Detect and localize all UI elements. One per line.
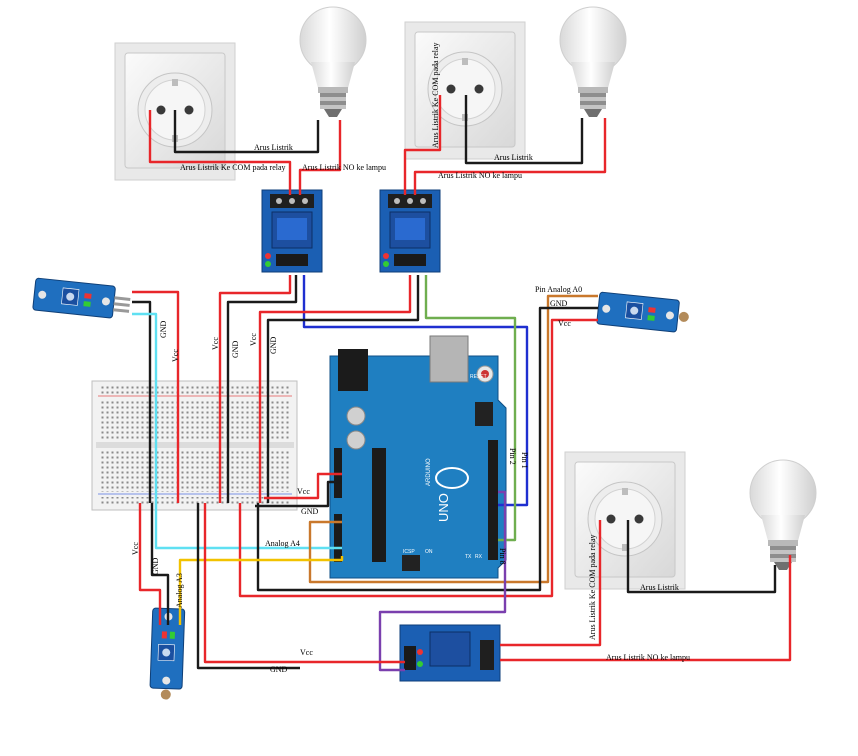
relay-module-icon: [399, 624, 501, 682]
label-pin-analog-a0: Pin Analog A0: [535, 285, 582, 294]
ldr-sensor-icon: [149, 607, 186, 700]
label-arus-no-1: Arus Listrik NO ke lampu: [302, 163, 386, 172]
label-arus-listrik-3: Arus Listrik: [640, 583, 679, 592]
label-vcc-3: Vcc: [249, 333, 258, 346]
label-arus-no-2: Arus Listrik NO ke lampu: [438, 171, 522, 180]
icsp-label: ICSP: [403, 549, 415, 555]
label-arus-com-1: Arus Listrik Ke COM pada relay: [180, 163, 286, 172]
arduino-model: UNO: [436, 493, 451, 522]
label-gnd-7: GND: [270, 665, 288, 674]
breadboard-icon: [91, 380, 298, 511]
label-gnd-4: GND: [301, 507, 319, 516]
label-arus-listrik-2: Arus Listrik: [494, 153, 533, 162]
ldr-sensor-icon: [32, 277, 131, 319]
label-vcc-5: Vcc: [558, 319, 571, 328]
light-bulb-icon: [299, 6, 367, 118]
arduino-brand: ARDUINO: [426, 458, 432, 486]
wall-socket-icon: [564, 451, 686, 590]
rx-label: RX: [475, 554, 483, 560]
label-analog-a3: Analog A3: [175, 573, 184, 608]
relay-module-icon: [261, 189, 323, 273]
label-gnd-3: GND: [269, 336, 278, 354]
label-pin1: Pin 1: [520, 452, 529, 469]
label-gnd-1: GND: [159, 320, 168, 338]
label-gnd-5: GND: [550, 299, 568, 308]
label-arus-no-3: Arus Listrik NO ke lampu: [606, 653, 690, 662]
label-arus-com-2: Arus Listrik Ke COM pada relay: [431, 42, 440, 148]
label-gnd-6: GND: [151, 557, 160, 575]
labels: Arus Listrik Arus Listrik Ke COM pada re…: [131, 42, 690, 674]
wires: [132, 95, 792, 672]
light-bulb-icon: [559, 6, 627, 118]
reset-label: RESET: [470, 374, 487, 380]
arduino-uno-icon: UNO ARDUINO RESET ICSP ON TX RX: [329, 335, 507, 579]
light-bulb-icon: [749, 459, 817, 571]
tx-label: TX: [465, 554, 472, 560]
relay-module-icon: [379, 189, 441, 273]
label-pin8: Pin 8: [498, 548, 507, 565]
label-pin2: Pin 2: [508, 448, 517, 465]
label-vcc-4: Vcc: [297, 487, 310, 496]
label-vcc-2: Vcc: [211, 337, 220, 350]
label-analog-a4: Analog A4: [265, 539, 300, 548]
label-vcc-7: Vcc: [300, 648, 313, 657]
label-gnd-2: GND: [231, 340, 240, 358]
label-vcc-6: Vcc: [131, 542, 140, 555]
on-label: ON: [425, 549, 433, 555]
label-arus-com-3: Arus Listrik Ke COM pada relay: [588, 534, 597, 640]
label-arus-listrik-1: Arus Listrik: [254, 143, 293, 152]
ldr-sensor-icon: [596, 291, 689, 333]
label-vcc-1: Vcc: [171, 349, 180, 362]
